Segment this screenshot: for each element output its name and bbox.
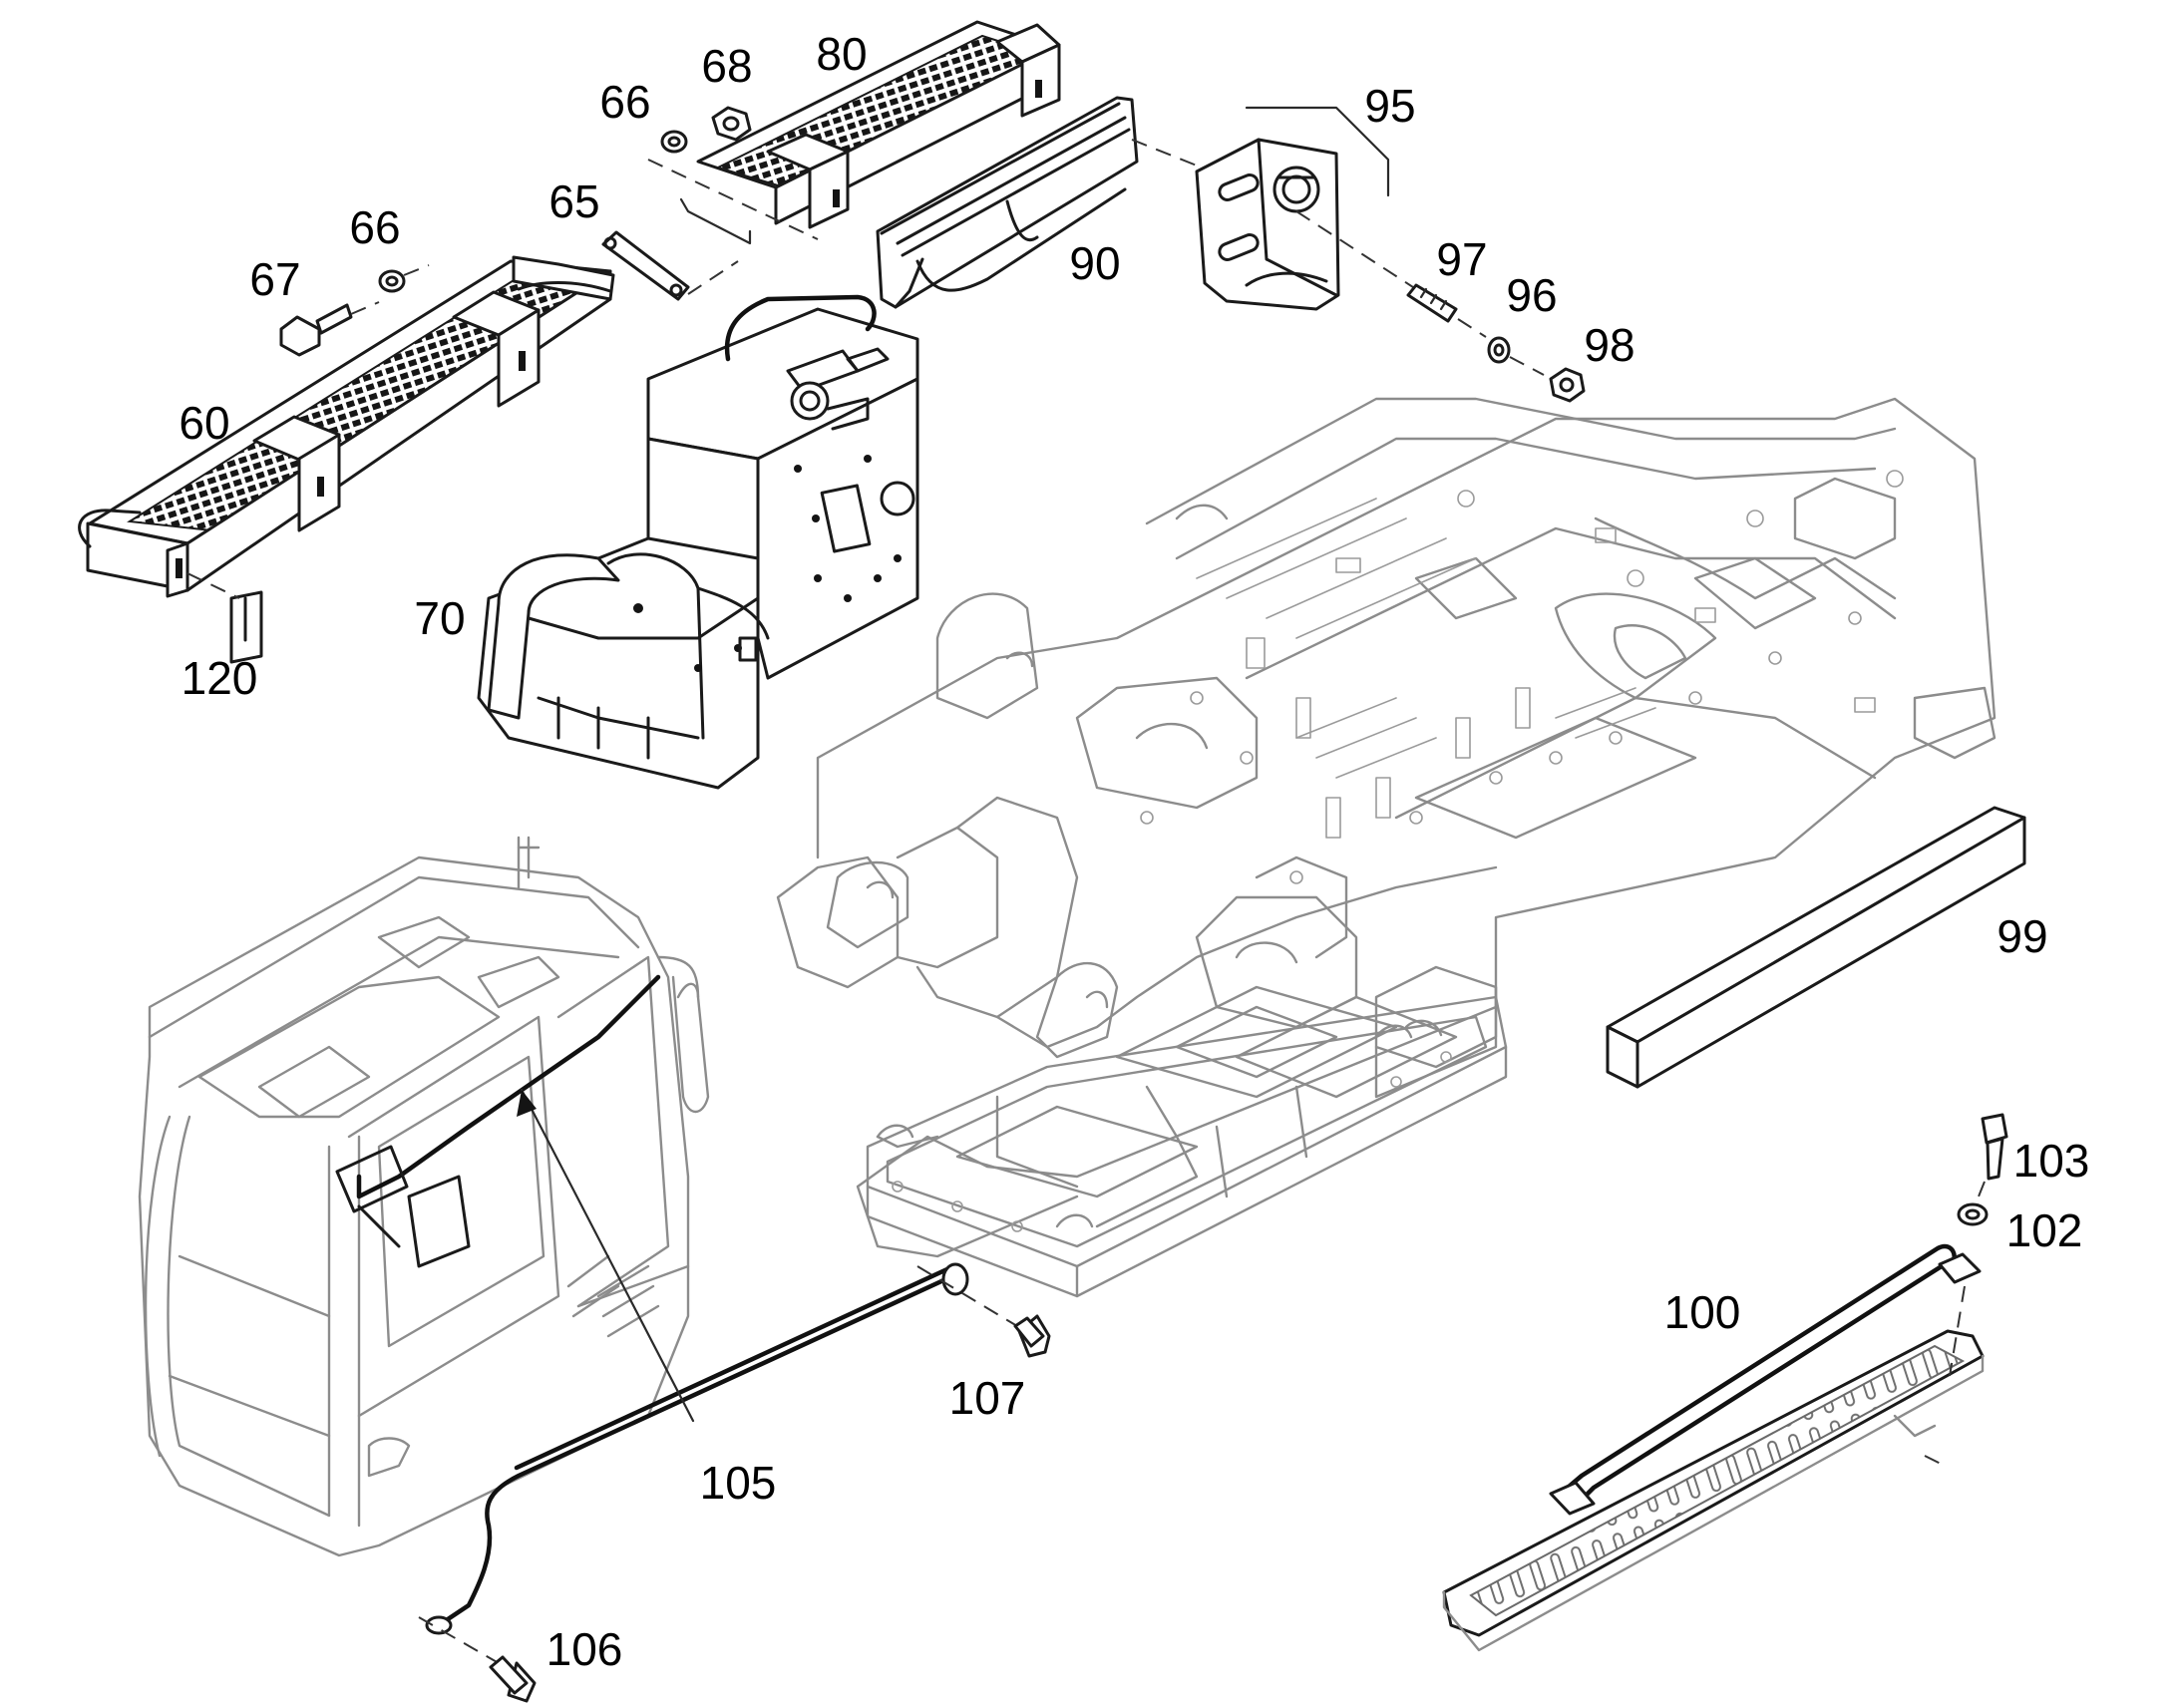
clip-120 <box>186 572 263 664</box>
foam-block-99 <box>1606 806 2026 1089</box>
strap-65 <box>601 230 739 301</box>
step-plate-100 <box>1442 1329 1985 1652</box>
label-98: 98 <box>1584 319 1635 371</box>
label-66-right: 66 <box>599 76 650 128</box>
label-67: 67 <box>249 253 300 305</box>
stud-97 <box>1406 283 1458 323</box>
label-90: 90 <box>1069 237 1120 289</box>
label-66-left: 66 <box>349 201 400 253</box>
leader-66-right <box>647 159 819 240</box>
part-labels: 60 65 66 66 67 68 70 80 90 95 96 97 98 9… <box>179 28 2089 1675</box>
label-97: 97 <box>1436 233 1487 285</box>
leader-97 <box>1457 318 1487 338</box>
leader-105 <box>520 1088 695 1423</box>
label-96: 96 <box>1506 269 1557 321</box>
washer-102 <box>1957 1202 1989 1226</box>
label-105: 105 <box>700 1457 777 1509</box>
handrail-105 <box>418 1262 1018 1664</box>
label-60: 60 <box>179 397 229 449</box>
bolt-67 <box>279 303 353 357</box>
label-120: 120 <box>182 652 258 704</box>
bolt-103 <box>1976 1113 2008 1202</box>
label-102: 102 <box>2006 1204 2083 1256</box>
lower-frame <box>866 995 1508 1298</box>
leader-67 <box>350 301 380 315</box>
mount-bracket-95 <box>1195 106 1417 311</box>
walkway-step-60 <box>78 255 615 598</box>
arrow-105 <box>517 1090 537 1117</box>
grab-handle-100 <box>1549 1243 1982 1516</box>
washer-96 <box>1487 336 1511 364</box>
label-68: 68 <box>701 40 752 92</box>
label-95: 95 <box>1364 80 1415 132</box>
nut-68 <box>711 106 752 142</box>
bracket-65-mount <box>679 197 752 245</box>
bolt-106 <box>489 1655 537 1703</box>
leader-96 <box>1509 356 1545 376</box>
bolt-107 <box>1013 1314 1051 1358</box>
label-99: 99 <box>1997 910 2047 962</box>
label-80: 80 <box>816 28 867 80</box>
label-100: 100 <box>1664 1286 1741 1338</box>
label-107: 107 <box>949 1372 1026 1424</box>
label-106: 106 <box>546 1623 623 1675</box>
label-65: 65 <box>548 175 599 227</box>
battery-box-70 <box>477 294 919 790</box>
nut-98 <box>1549 367 1586 403</box>
upper-frame <box>776 397 1997 1258</box>
label-70: 70 <box>414 592 465 644</box>
washer-66-left <box>378 269 406 293</box>
washer-66-right <box>660 130 688 154</box>
channel-cover-90 <box>876 96 1208 309</box>
label-103: 103 <box>2013 1135 2090 1187</box>
walkway-step-80 <box>696 20 1061 229</box>
operator-cab <box>138 836 710 1557</box>
leader-66-left <box>403 264 430 276</box>
